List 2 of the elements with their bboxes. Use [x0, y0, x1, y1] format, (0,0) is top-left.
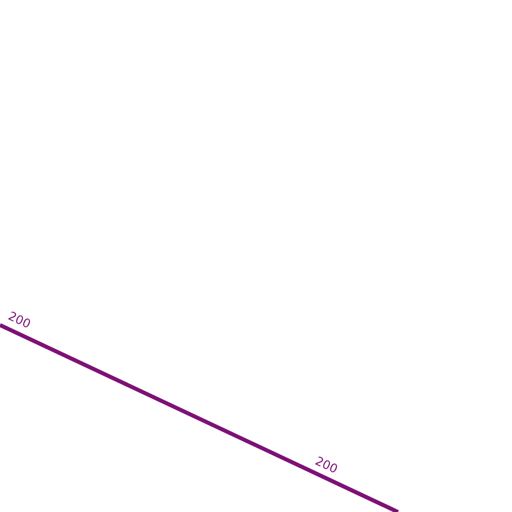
- road-number-label: 200: [6, 310, 32, 330]
- road-number-label: 200: [314, 454, 340, 476]
